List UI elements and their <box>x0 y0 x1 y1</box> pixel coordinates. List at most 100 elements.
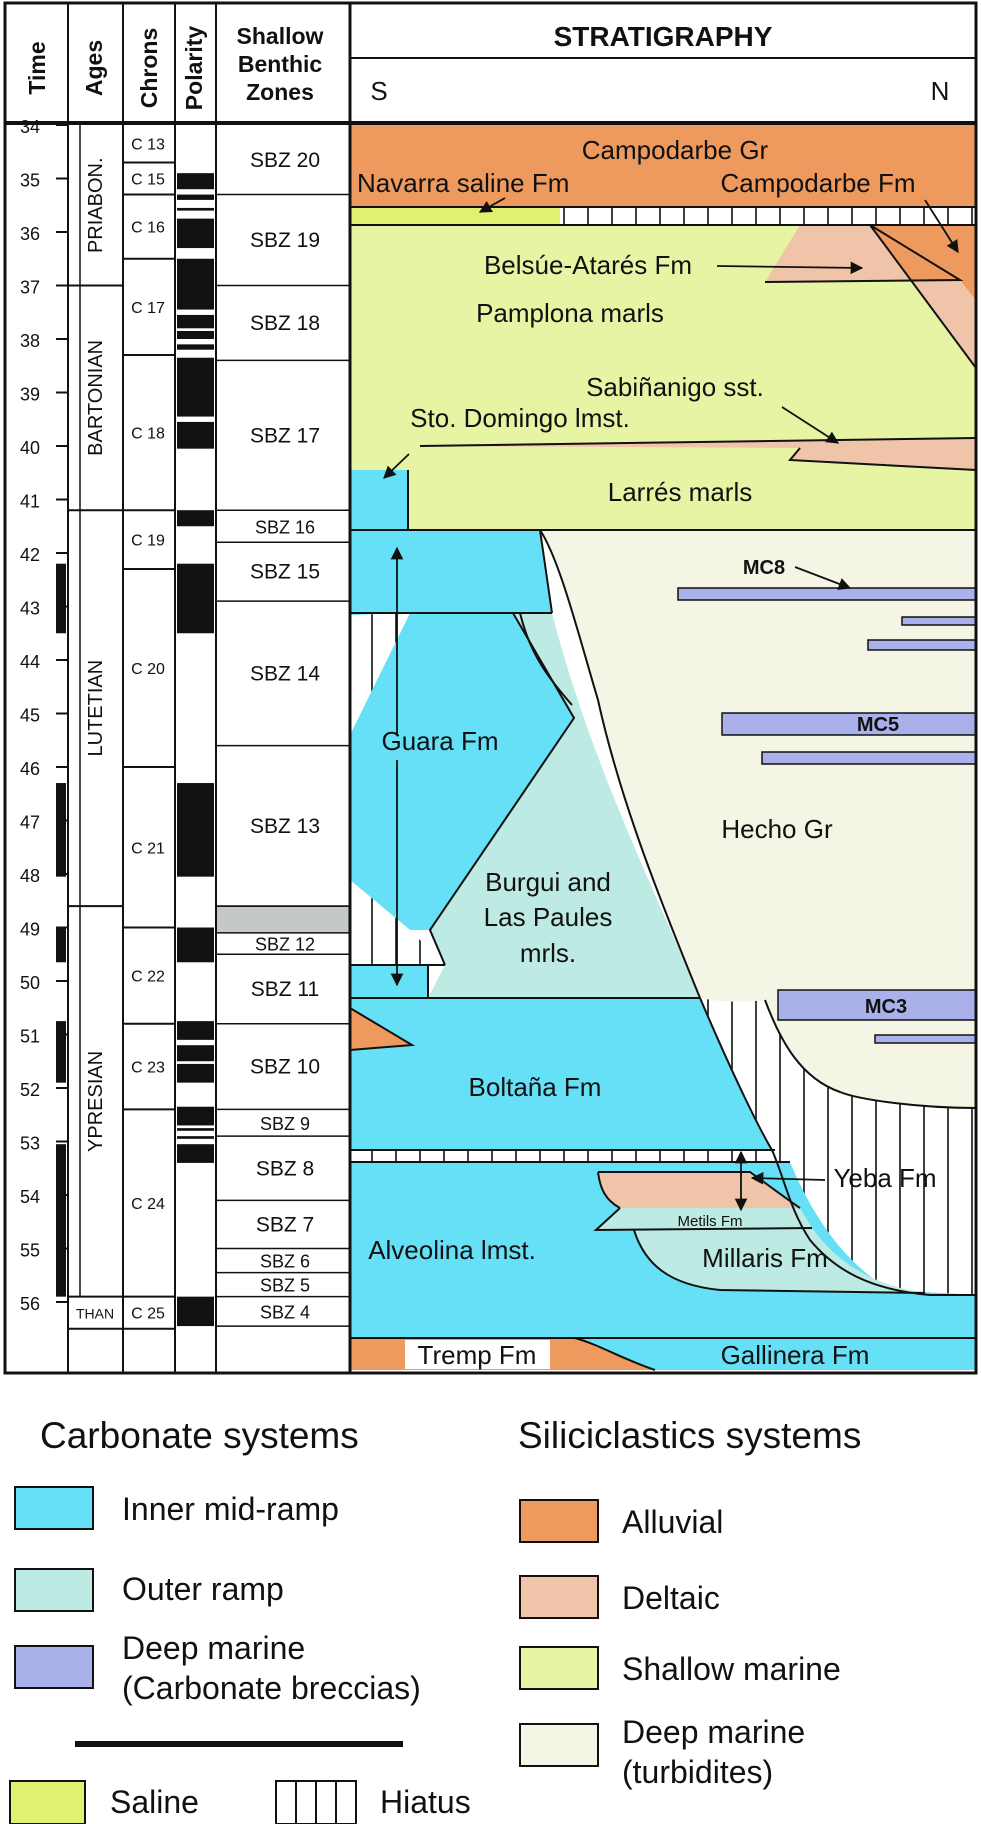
zone-label: SBZ 12 <box>255 935 315 955</box>
legend-swatch-alluvial <box>519 1499 599 1543</box>
legend-swatch-deep-marine-breccias <box>14 1645 94 1689</box>
hiatus-guara-west <box>350 613 410 735</box>
header-chrons: Chrons <box>136 28 162 109</box>
unit-metils <box>596 1208 812 1230</box>
time-tick-label: 53 <box>20 1134 40 1154</box>
polarity-normal-segment <box>177 1106 214 1126</box>
time-tick-label: 39 <box>20 385 40 405</box>
legend-shallow-marine: Shallow marine <box>622 1651 841 1687</box>
polarity-normal-segment <box>177 194 214 200</box>
zone-label: SBZ 20 <box>250 149 320 172</box>
polarity-normal-segment <box>177 344 214 350</box>
chron-label: C 23 <box>131 1060 165 1077</box>
polarity-normal-segment <box>177 1128 214 1131</box>
label-campodarbe-fm: Campodarbe Fm <box>720 168 915 198</box>
time-tick-label: 51 <box>20 1027 40 1047</box>
chron-label: C 17 <box>131 300 165 317</box>
legend-siliciclastic-title: Siliciclastics systems <box>518 1415 861 1456</box>
time-polarity-segment <box>56 563 66 634</box>
breccia-bar-mc5 <box>721 712 976 736</box>
legend-hiatus: Hiatus <box>380 1784 471 1820</box>
chrons-column: C 13C 15C 16C 17C 18C 19C 20C 21C 22C 23… <box>123 137 175 1330</box>
label-campodarbe-gr: Campodarbe Gr <box>582 135 769 165</box>
time-tick-label: 50 <box>20 973 40 993</box>
label-yeba: Yeba Fm <box>833 1163 936 1193</box>
legend-swatch-shallow-marine <box>519 1646 599 1690</box>
time-column: 3435363738394041424344454647484950515253… <box>20 117 68 1314</box>
legend-deltaic: Deltaic <box>622 1580 720 1616</box>
zone-label: SBZ 8 <box>256 1157 314 1180</box>
polarity-normal-segment <box>177 1136 214 1139</box>
label-sto-domingo: Sto. Domingo lmst. <box>410 403 630 433</box>
zone-label: SBZ 7 <box>256 1213 314 1236</box>
label-burgui-3: mrls. <box>520 938 576 968</box>
time-polarity-segment <box>56 783 66 877</box>
zone-label: SBZ 10 <box>250 1056 320 1079</box>
chron-label: C 20 <box>131 661 165 678</box>
time-tick-label: 37 <box>20 278 40 298</box>
label-metils: Metils Fm <box>678 1213 743 1230</box>
arrow-navarra <box>478 197 506 213</box>
label-tremp-bg <box>405 1340 550 1369</box>
chron-label: C 19 <box>131 533 165 550</box>
label-hecho: Hecho Gr <box>721 814 833 844</box>
unit-boltana <box>350 998 772 1150</box>
time-tick-label: 43 <box>20 599 40 619</box>
time-polarity-segment <box>56 1144 66 1297</box>
polarity-normal-segment <box>177 1021 214 1040</box>
chron-label: C 18 <box>131 426 165 443</box>
legend-swatch-saline <box>9 1780 86 1824</box>
time-tick-label: 45 <box>20 706 40 726</box>
header-stratigraphy: STRATIGRAPHY <box>554 21 773 52</box>
legend-inner-mid-ramp: Inner mid-ramp <box>122 1491 339 1527</box>
label-larres: Larrés marls <box>608 477 752 507</box>
unit-burgui <box>428 613 700 998</box>
time-tick-label: 40 <box>20 438 40 458</box>
legend-deep-marine-breccias-1: Deep marine <box>122 1630 305 1666</box>
polarity-normal-segment <box>177 1144 214 1163</box>
label-guara: Guara Fm <box>381 726 498 756</box>
header-zones-line1: Shallow <box>237 23 324 49</box>
label-mc3: MC3 <box>865 996 907 1018</box>
breccia-bar-mc8 <box>677 587 976 601</box>
age-label: THAN <box>76 1306 114 1322</box>
label-sabinanigo: Sabiñanigo sst. <box>586 372 764 402</box>
chron-label: C 24 <box>131 1196 165 1213</box>
legend-deep-marine-turbidites-2: (turbidites) <box>622 1754 773 1790</box>
zone-label: SBZ 18 <box>250 312 320 335</box>
time-tick-label: 48 <box>20 866 40 886</box>
unit-sbz12-carbonate <box>350 965 428 998</box>
unit-labels: Campodarbe Gr Navarra saline Fm Campodar… <box>357 135 937 1370</box>
time-tick-label: 35 <box>20 171 40 191</box>
time-tick-label: 54 <box>20 1187 40 1207</box>
unit-guara <box>350 530 552 735</box>
chron-label: C 25 <box>131 1306 165 1323</box>
polarity-normal-segment <box>177 173 214 190</box>
breccia-bar <box>901 616 976 626</box>
header-polarity: Polarity <box>181 26 207 111</box>
breccia-bar <box>761 751 976 765</box>
breccia-bar <box>874 1034 976 1044</box>
unit-hecho-gr <box>540 530 976 1108</box>
time-polarity-segment <box>56 927 66 963</box>
label-burgui-2: Las Paules <box>484 902 613 932</box>
legend-swatch-outer-ramp <box>14 1568 94 1612</box>
chron-label: C 16 <box>131 220 165 237</box>
label-mc5: MC5 <box>857 714 899 736</box>
label-burgui-1: Burgui and <box>485 867 611 897</box>
age-label: LUTETIAN <box>85 660 107 757</box>
polarity-normal-segment <box>177 314 214 329</box>
legend-swatch-inner-mid-ramp <box>14 1486 94 1530</box>
legend-swatch-deltaic <box>519 1575 599 1619</box>
header-zones-line3: Zones <box>246 79 314 105</box>
age-label: BARTONIAN <box>85 340 107 456</box>
time-tick-label: 56 <box>20 1294 40 1314</box>
unit-yeba-deltaic <box>598 1172 800 1208</box>
header-north: N <box>931 76 950 106</box>
legend-alluvial: Alluvial <box>622 1504 723 1540</box>
frame <box>3 1 978 1375</box>
polarity-normal-segment <box>177 330 214 339</box>
polarity-normal-segment <box>177 1045 214 1062</box>
arrow-sabinanigo <box>781 406 840 444</box>
